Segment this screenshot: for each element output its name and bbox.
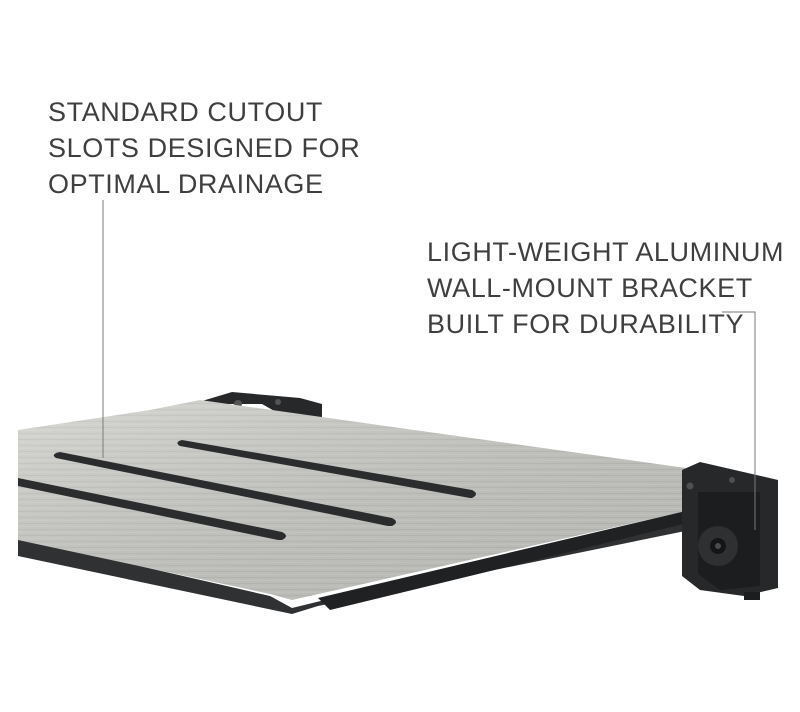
bracket-callout-line: WALL-MOUNT BRACKET [427,273,753,303]
drainage-callout-line: OPTIMAL DRAINAGE [48,169,324,199]
support-arm [318,510,700,610]
drainage-callout: STANDARD CUTOUT SLOTS DESIGNED FOR OPTIM… [48,94,360,202]
bracket-callout-line: BUILT FOR DURABILITY [427,309,745,339]
front-bracket [682,462,778,600]
bracket-callout: LIGHT-WEIGHT ALUMINUM WALL-MOUNT BRACKET… [427,234,784,342]
slot-1 [177,440,476,498]
bracket-callout-line: LIGHT-WEIGHT ALUMINUM [427,237,785,267]
drainage-slots [18,440,476,540]
drainage-callout-line: STANDARD CUTOUT [48,97,324,127]
slot-3 [18,478,286,540]
slot-2 [53,452,396,526]
leader-lines [102,200,756,530]
leader-line-bracket [722,311,756,530]
seat-edge [18,508,700,614]
drainage-callout-line: SLOTS DESIGNED FOR [48,133,361,163]
